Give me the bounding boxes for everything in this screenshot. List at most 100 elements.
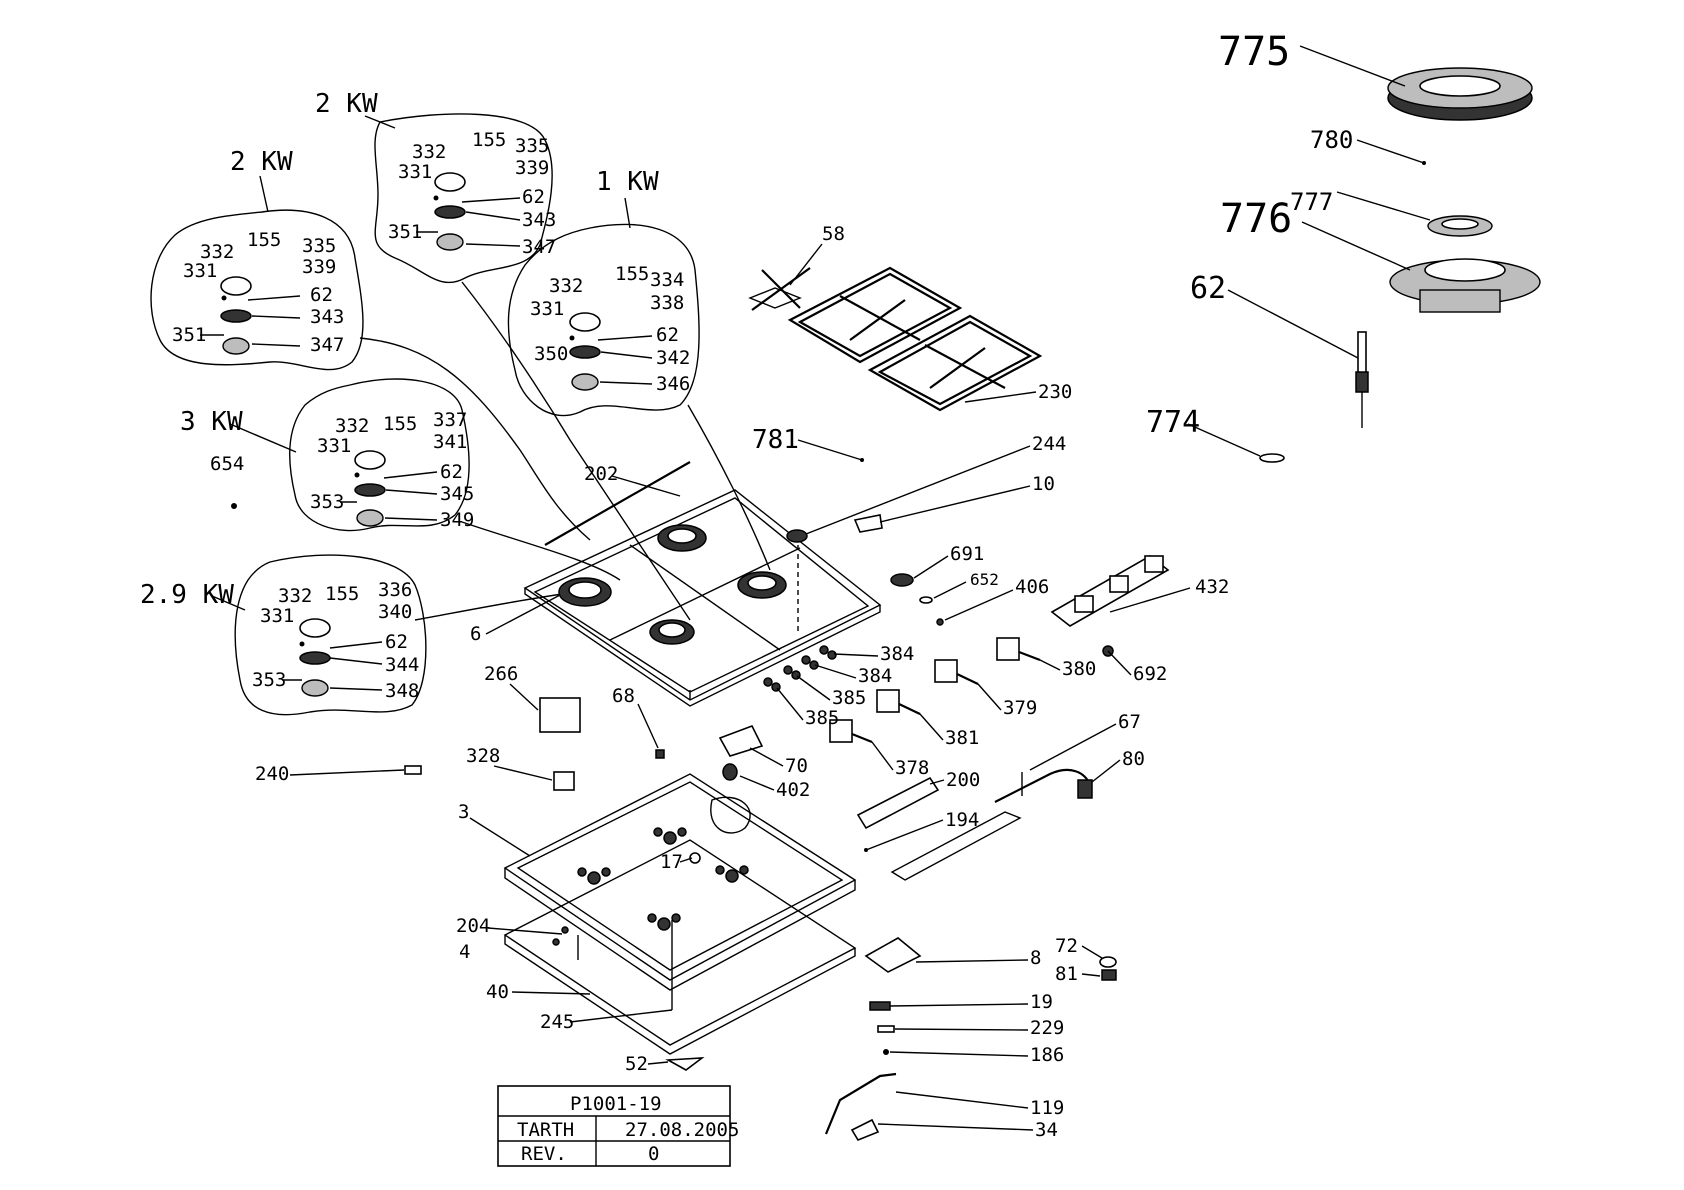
part-number-label: 781 (752, 425, 799, 455)
part-number-label: 68 (612, 685, 635, 707)
part-number-label: 331 (530, 298, 564, 320)
igniter-block (864, 937, 922, 973)
part-number-label: 341 (433, 431, 467, 453)
part-number-label: 332 (412, 141, 446, 163)
part-number-label: 384 (880, 643, 914, 665)
part-number-label: 351 (172, 324, 206, 346)
part-number-label: 343 (522, 209, 556, 231)
part-number-label: 777 (1290, 188, 1333, 216)
part-number-label: 19 (1030, 991, 1053, 1013)
part-number-label: 155 (383, 413, 417, 435)
part-number-label: 8 (1030, 947, 1041, 969)
part-number-label: 692 (1133, 663, 1167, 685)
part-number-label: 266 (484, 663, 518, 685)
part-number-label: 385 (832, 687, 866, 709)
part-number-label: 332 (335, 415, 369, 437)
part-number-label: 353 (310, 491, 344, 513)
part-number-label: 331 (317, 435, 351, 457)
rev-label: REV. (521, 1143, 567, 1165)
part-number-label: 349 (440, 509, 474, 531)
part-number-label: 81 (1055, 963, 1078, 985)
part-number-label: 432 (1195, 576, 1229, 598)
part-number-label: 342 (656, 347, 690, 369)
part-number-label: 351 (388, 221, 422, 243)
pipe-119 (824, 1072, 897, 1135)
part-number-label: 72 (1055, 935, 1078, 957)
part-number-label: 62 (310, 284, 333, 306)
part-number-label: 52 (625, 1053, 648, 1075)
part-number-label: 353 (252, 669, 286, 691)
part-number-label: 70 (785, 755, 808, 777)
part-number-label: 331 (398, 161, 432, 183)
part-number-label: 244 (1032, 433, 1066, 455)
part-number-label: 652 (970, 570, 999, 589)
part-number-label: 334 (650, 269, 684, 291)
part-number-label: 328 (466, 745, 500, 767)
date-value: 27.08.2005 (625, 1119, 739, 1141)
part-number-label: 337 (433, 409, 467, 431)
title-block: P1001-19 TARTH 27.08.2005 REV. 0 (497, 1085, 739, 1167)
burner-group-c: 1 KW 332 155 334 338 331 62 350 342 346 (507, 167, 700, 417)
part-number-label: 6 (470, 623, 481, 645)
part-number-label: 378 (895, 757, 929, 779)
part-number-label: 155 (247, 229, 281, 251)
part-number-label: 338 (650, 292, 684, 314)
part-number-label: 62 (440, 461, 463, 483)
part-number-label: 229 (1030, 1017, 1064, 1039)
burner-group-a: 2 KW 332 155 335 339 331 62 351 343 347 (150, 147, 364, 371)
part-number-label: 775 (1218, 29, 1290, 75)
part-number-label: 380 (1062, 658, 1096, 680)
part-number-label: 335 (302, 235, 336, 257)
part-number-label: 336 (378, 579, 412, 601)
part-number-label: 774 (1146, 405, 1200, 440)
part-number-label: 34 (1035, 1119, 1058, 1141)
burner-power-label: 2 KW (230, 147, 293, 177)
burner-power-label: 2 KW (315, 89, 378, 119)
part-number-label: 67 (1118, 711, 1141, 733)
part-number-label: 346 (656, 373, 690, 395)
drawing-number: P1001-19 (570, 1093, 662, 1115)
part-number-label: 62 (656, 324, 679, 346)
part-number-label: 17 (660, 851, 683, 873)
part-number-label: 344 (385, 654, 419, 676)
burner-group-d: 3 KW 332 155 337 341 331 62 345 353 349 (180, 378, 474, 532)
part-number-label: 402 (776, 779, 810, 801)
part-number-label: 200 (946, 769, 980, 791)
part-number-label: 332 (549, 275, 583, 297)
part-number-label: 332 (278, 585, 312, 607)
burner-power-label: 1 KW (596, 167, 659, 197)
part-number-label: 119 (1030, 1097, 1064, 1119)
part-number-label: 80 (1122, 748, 1145, 770)
part-number-label: 331 (260, 605, 294, 627)
part-number-label: 4 (459, 941, 470, 963)
part-number-label: 691 (950, 543, 984, 565)
burner-group-e: 2.9 KW 332 155 336 340 331 62 344 353 34… (140, 554, 427, 716)
rev-value: 0 (648, 1143, 659, 1165)
wire-harness (856, 776, 940, 830)
part-number-label: 204 (456, 915, 490, 937)
part-number-label: 335 (515, 135, 549, 157)
part-number-label: 155 (325, 583, 359, 605)
part-number-label: 347 (522, 236, 556, 258)
part-number-label: 202 (584, 463, 618, 485)
pan-support-grids (748, 266, 1043, 412)
label-plate (539, 697, 581, 733)
part-number-label: 348 (385, 680, 419, 702)
part-number-label: 245 (540, 1011, 574, 1033)
big-burner-assembly (1259, 67, 1541, 463)
base-tray (503, 773, 857, 1055)
part-number-label: 780 (1310, 126, 1353, 154)
part-number-label: 345 (440, 483, 474, 505)
part-number-label: 381 (945, 727, 979, 749)
hob-top (523, 461, 1114, 707)
part-number-label: 194 (945, 809, 979, 831)
part-number-label: 339 (515, 157, 549, 179)
part-number-label: 155 (615, 263, 649, 285)
part-number-label: 186 (1030, 1044, 1064, 1066)
part-number-label: 339 (302, 256, 336, 278)
part-number-label: 10 (1032, 473, 1055, 495)
part-number-label: 347 (310, 334, 344, 356)
burner-power-label: 3 KW (180, 407, 243, 437)
part-number-label: 332 (200, 241, 234, 263)
